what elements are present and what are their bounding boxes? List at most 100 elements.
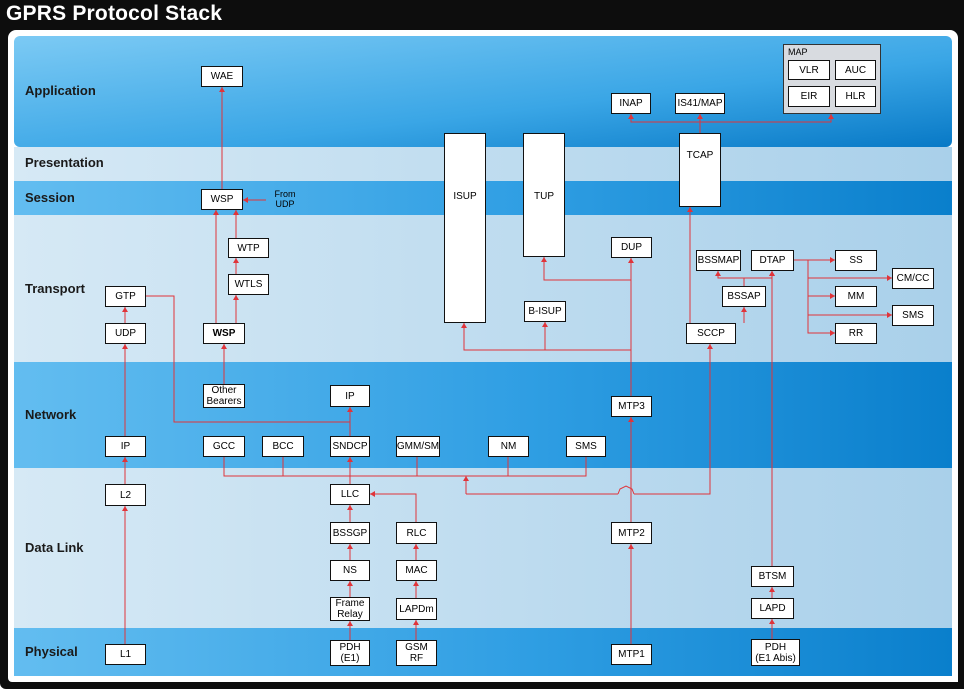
box-l2: L2 bbox=[105, 484, 146, 506]
box-inap: INAP bbox=[611, 93, 651, 114]
arrowhead bbox=[413, 620, 419, 625]
box-bssap: BSSAP bbox=[722, 286, 766, 307]
arrowhead bbox=[370, 491, 375, 497]
box-mtp2: MTP2 bbox=[611, 522, 652, 544]
arrowhead bbox=[887, 275, 892, 281]
box-auc: AUC bbox=[835, 60, 876, 80]
arrowhead bbox=[715, 271, 721, 276]
box-nm: NM bbox=[488, 436, 529, 457]
page-title: GPRS Protocol Stack bbox=[6, 2, 223, 25]
box-cm-cc: CM/CC bbox=[892, 268, 934, 289]
arrowhead bbox=[697, 114, 703, 119]
box-llc: LLC bbox=[330, 484, 370, 505]
diagram-panel: Application Presentation Session Transpo… bbox=[8, 30, 958, 682]
arrowhead bbox=[687, 207, 693, 212]
note-from-udp: From UDP bbox=[274, 189, 296, 209]
title-bar: GPRS Protocol Stack bbox=[0, 0, 964, 30]
arrowhead bbox=[122, 506, 128, 511]
connector-line bbox=[807, 260, 835, 334]
box-bssgp: BSSGP bbox=[330, 522, 370, 544]
layer-label-datalink: Data Link bbox=[25, 540, 84, 555]
box-gsm-rf: GSM RF bbox=[396, 640, 437, 666]
arrowhead bbox=[233, 210, 239, 215]
arrowhead bbox=[887, 312, 892, 318]
arrowhead bbox=[828, 114, 834, 119]
box-btsm: BTSM bbox=[751, 566, 794, 587]
arrowhead bbox=[413, 581, 419, 586]
box-is41-map: IS41/MAP bbox=[675, 93, 725, 114]
arrowhead bbox=[830, 257, 835, 263]
box-hlr: HLR bbox=[835, 86, 876, 107]
box-sccp: SCCP bbox=[686, 323, 736, 344]
box-sms-network: SMS bbox=[566, 436, 606, 457]
connector-line bbox=[223, 457, 587, 477]
box-wtls: WTLS bbox=[228, 274, 269, 295]
arrowhead bbox=[347, 505, 353, 510]
arrowhead bbox=[347, 544, 353, 549]
layer-label-session: Session bbox=[25, 190, 75, 205]
connector-line bbox=[543, 257, 631, 281]
arrowhead bbox=[122, 457, 128, 462]
box-gmm-sm: GMM/SM bbox=[396, 436, 440, 457]
arrowhead bbox=[541, 257, 547, 262]
arrowhead bbox=[221, 344, 227, 349]
arrowhead bbox=[233, 258, 239, 263]
arrowhead bbox=[830, 330, 835, 336]
box-wtp: WTP bbox=[228, 238, 269, 258]
layer-label-presentation: Presentation bbox=[25, 155, 104, 170]
box-wsp-session: WSP bbox=[201, 189, 243, 210]
arrowhead bbox=[769, 619, 775, 624]
arrowhead bbox=[628, 258, 634, 263]
box-b-isup: B-ISUP bbox=[524, 301, 566, 322]
box-lapd: LAPD bbox=[751, 598, 794, 619]
box-udp: UDP bbox=[105, 323, 146, 344]
box-l1: L1 bbox=[105, 644, 146, 665]
box-sndcp: SNDCP bbox=[330, 436, 370, 457]
arrowhead bbox=[628, 114, 634, 119]
arrowhead bbox=[542, 322, 548, 327]
layer-label-network: Network bbox=[25, 407, 77, 422]
diagram-canvas bbox=[14, 36, 952, 676]
box-gtp: GTP bbox=[105, 286, 146, 307]
band-datalink bbox=[14, 468, 952, 628]
box-mtp1: MTP1 bbox=[611, 644, 652, 665]
box-sms-transport: SMS bbox=[892, 305, 934, 326]
box-tcap: TCAP bbox=[679, 133, 721, 207]
box-lapdm: LAPDm bbox=[396, 598, 437, 620]
box-wae: WAE bbox=[201, 66, 243, 87]
arrowhead bbox=[463, 476, 469, 481]
arrowhead bbox=[347, 457, 353, 462]
arrowhead bbox=[347, 581, 353, 586]
arrowhead bbox=[122, 344, 128, 349]
connector-line bbox=[463, 323, 631, 351]
box-tup: TUP bbox=[523, 133, 565, 257]
box-ss: SS bbox=[835, 250, 877, 271]
connector-line bbox=[634, 344, 711, 495]
arrowhead bbox=[347, 407, 353, 412]
band-application bbox=[14, 36, 952, 147]
box-dup: DUP bbox=[611, 237, 652, 258]
box-gcc: GCC bbox=[203, 436, 245, 457]
box-bssmap: BSSMAP bbox=[696, 250, 741, 271]
box-mtp3: MTP3 bbox=[611, 396, 652, 417]
map-group-label: MAP bbox=[788, 47, 808, 57]
box-other-bearers: Other Bearers bbox=[203, 384, 245, 408]
arrowhead bbox=[243, 197, 248, 203]
connector-line bbox=[370, 493, 417, 522]
arrowhead bbox=[219, 87, 225, 92]
box-mac: MAC bbox=[396, 560, 437, 581]
layer-label-transport: Transport bbox=[25, 281, 85, 296]
box-frame-relay: Frame Relay bbox=[330, 597, 370, 621]
arrowhead bbox=[347, 621, 353, 626]
box-ns: NS bbox=[330, 560, 370, 581]
arrowhead bbox=[628, 544, 634, 549]
box-mm: MM bbox=[835, 286, 877, 307]
arrowhead bbox=[830, 293, 835, 299]
box-bcc: BCC bbox=[262, 436, 304, 457]
box-rr: RR bbox=[835, 323, 877, 344]
arrowhead bbox=[707, 344, 713, 349]
arrowhead bbox=[461, 323, 467, 328]
box-isup: ISUP bbox=[444, 133, 486, 323]
band-network bbox=[14, 362, 952, 468]
